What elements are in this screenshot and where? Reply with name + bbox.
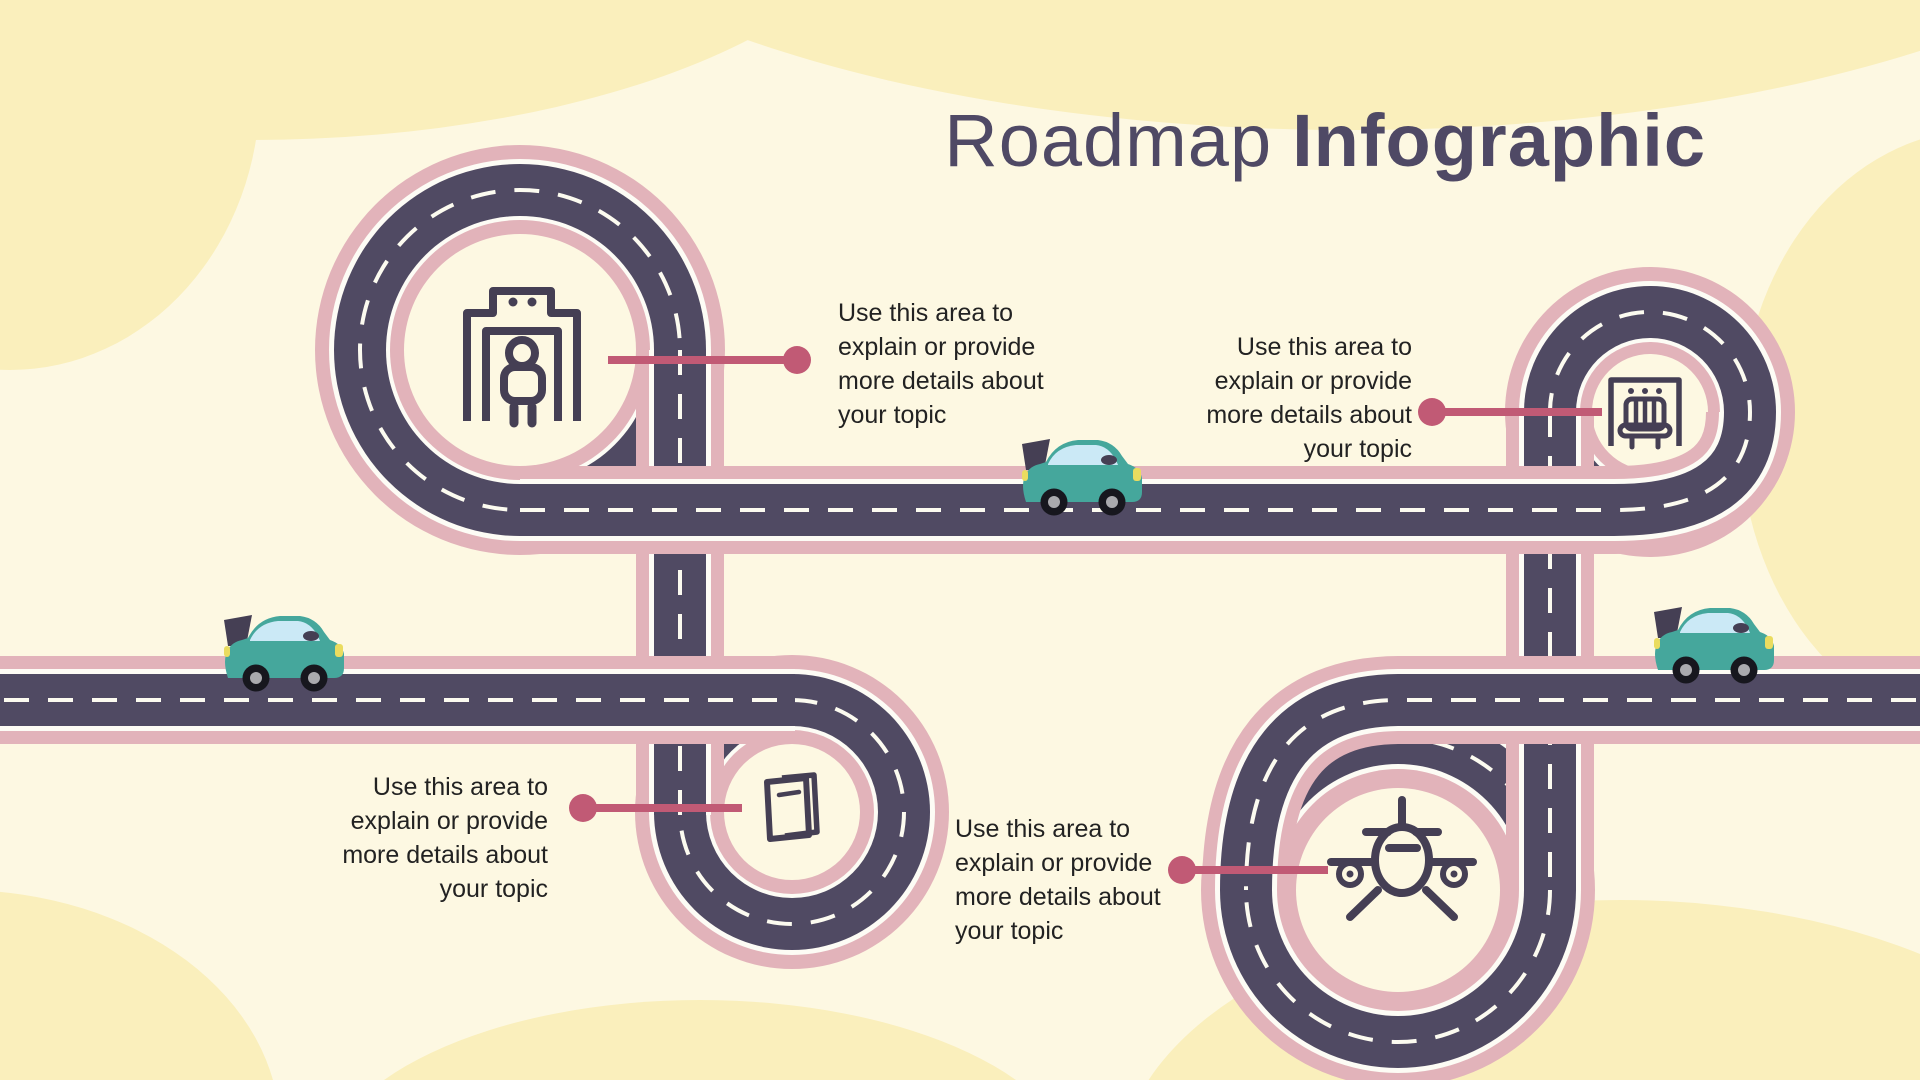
connector-bottom-left: [569, 794, 742, 822]
airplane-icon: [1327, 796, 1477, 921]
connector-dot: [783, 346, 811, 374]
connector-top-right: [1418, 398, 1602, 426]
callout-bottom-left: Use this area to explain or provide more…: [342, 773, 548, 903]
callout-top-right: Use this area to explain or provide more…: [1206, 333, 1412, 463]
connector-dot: [1168, 856, 1196, 884]
connector-top-left: [608, 346, 811, 374]
title-word-roadmap: Roadmap: [944, 99, 1273, 182]
baggage-scanner-icon: [1608, 377, 1682, 450]
callout-top-left: Use this area to explain or provide more…: [838, 299, 1044, 429]
connector-bottom-center: [1168, 856, 1328, 884]
callout-bottom-center: Use this area to explain or provide more…: [955, 815, 1161, 945]
loop-top-left: [315, 145, 725, 555]
connector-dot: [569, 794, 597, 822]
connector-dot: [1418, 398, 1446, 426]
title-word-infographic: Infographic: [1292, 99, 1706, 182]
security-scanner-icon: [463, 287, 581, 428]
passport-icon: [764, 772, 820, 842]
